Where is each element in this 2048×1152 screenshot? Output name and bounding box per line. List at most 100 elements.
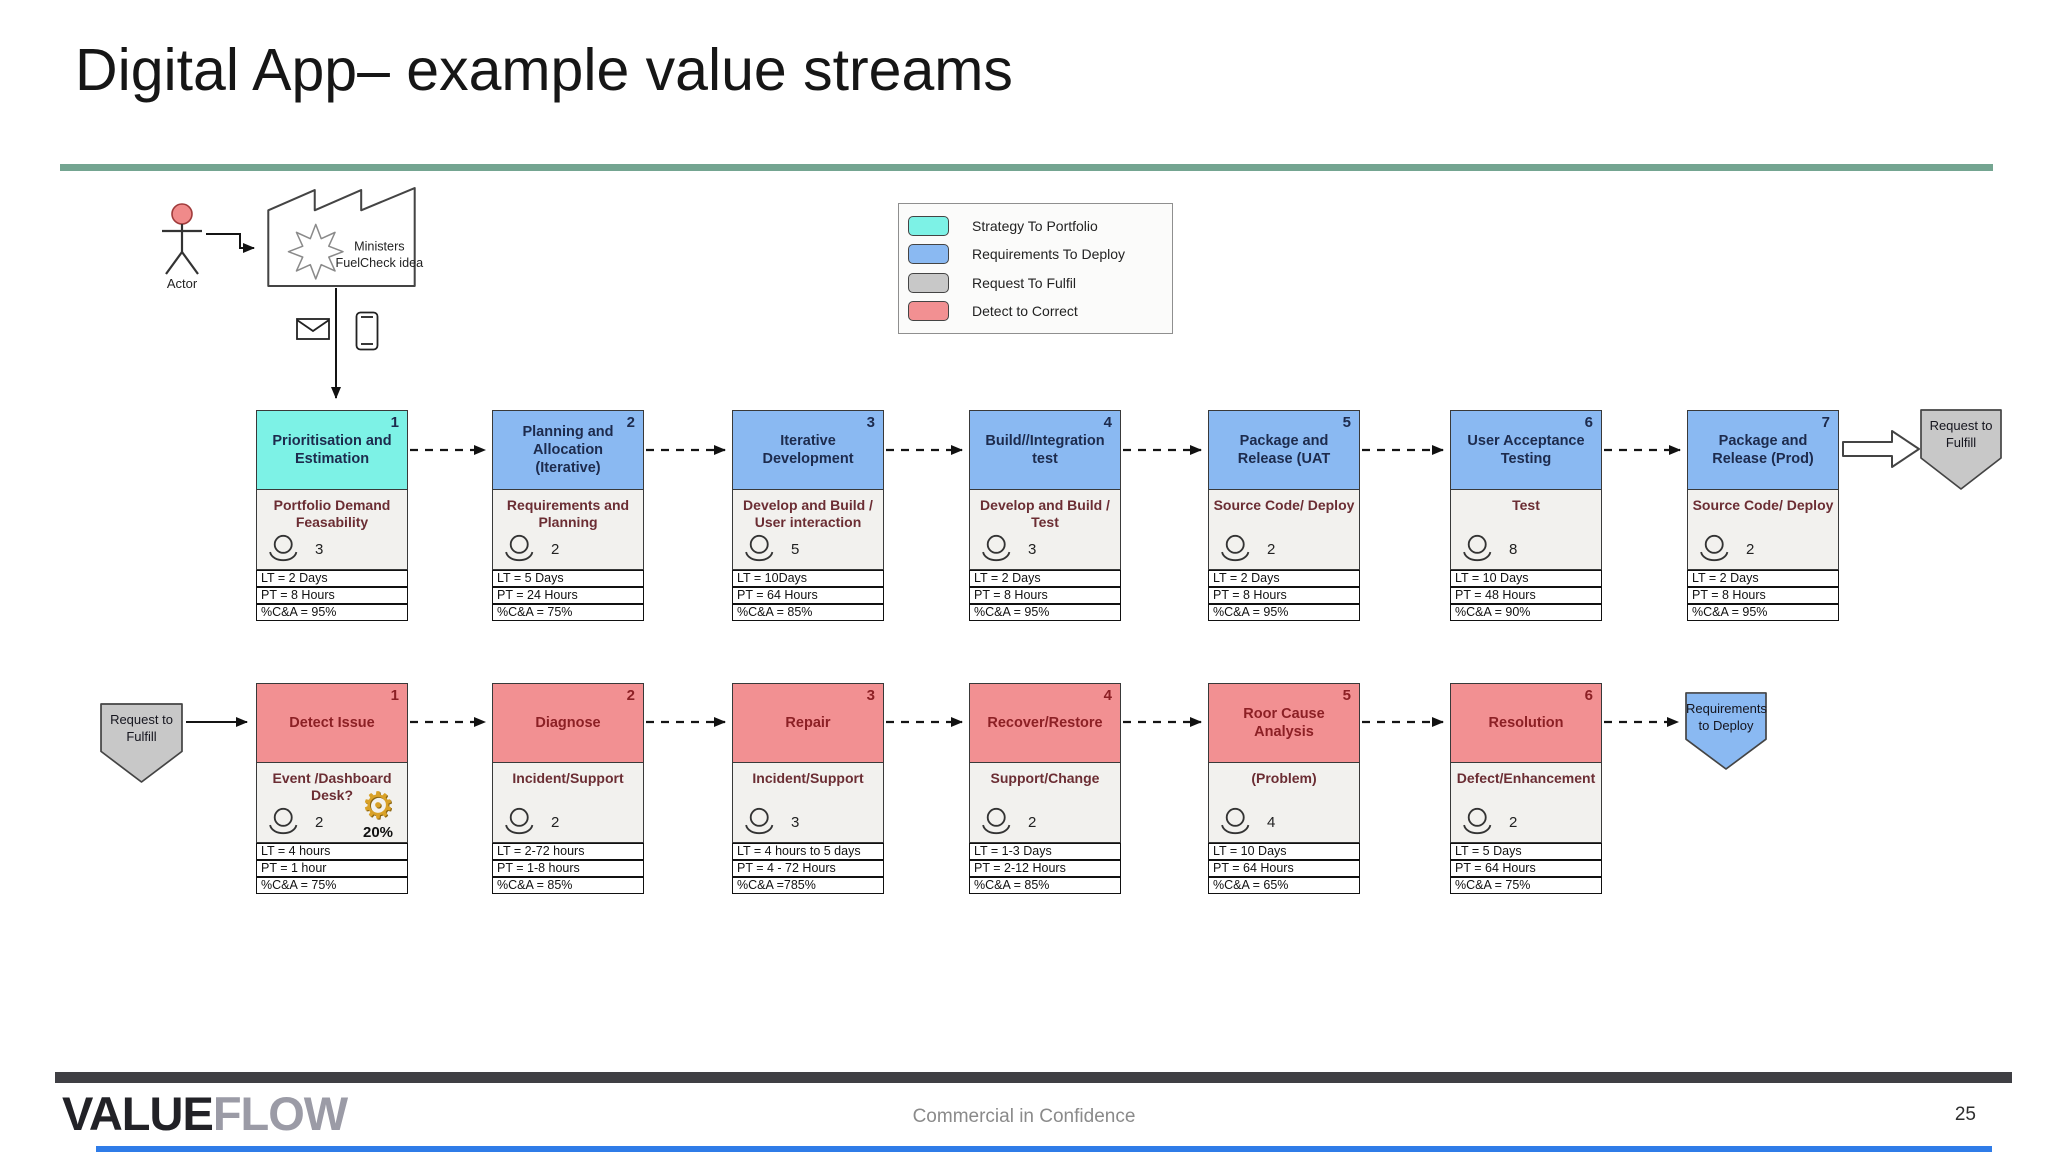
person-count-icon bbox=[269, 807, 298, 835]
vsm-box-activity: Event /Dashboard Desk? bbox=[272, 770, 392, 803]
legend-swatch-strategy bbox=[908, 216, 949, 237]
legend-label: Strategy To Portfolio bbox=[972, 218, 1098, 235]
vsm-box-header: 6 User Acceptance Testing bbox=[1450, 410, 1602, 490]
vsm-box-number: 6 bbox=[1584, 414, 1593, 431]
people-count: 3 bbox=[1028, 540, 1037, 558]
lead-time: LT = 2 Days bbox=[256, 570, 408, 587]
vsm-box-body: Incident/Support 2 bbox=[492, 763, 644, 843]
vsm-box-activity: Defect/Enhancement bbox=[1456, 770, 1596, 786]
vsm-box-activity: Source Code/ Deploy bbox=[1213, 497, 1355, 513]
actor-label: Actor bbox=[166, 276, 198, 291]
factory-label-line1: Ministers bbox=[354, 240, 404, 254]
people-row: 2 bbox=[503, 534, 559, 564]
vsm-box-activity: Develop and Build / Test bbox=[980, 497, 1110, 530]
people-row: 8 bbox=[1461, 534, 1517, 564]
vsm-box-header: 6 Resolution bbox=[1450, 683, 1602, 763]
people-count: 5 bbox=[791, 540, 800, 558]
people-count: 3 bbox=[315, 540, 324, 558]
vsm-box-body: Defect/Enhancement 2 bbox=[1450, 763, 1602, 843]
percent-complete-accurate: %C&A = 75% bbox=[492, 604, 644, 621]
people-row: 2 bbox=[267, 807, 323, 837]
people-count: 2 bbox=[1509, 813, 1518, 831]
brand-logo: VALUEFLOW bbox=[62, 1086, 348, 1141]
people-count: 2 bbox=[1746, 540, 1755, 558]
vsm-box-body: Incident/Support 3 bbox=[732, 763, 884, 843]
person-count-icon bbox=[745, 807, 774, 835]
person-count-icon bbox=[1700, 534, 1729, 562]
vsm-box-body: Develop and Build / Test 3 bbox=[969, 490, 1121, 570]
person-count-icon bbox=[1463, 534, 1492, 562]
pentagon-request-to-fulfill-top: Request to Fulfill bbox=[1920, 409, 2002, 490]
percent-complete-accurate: %C&A = 65% bbox=[1208, 877, 1360, 894]
vsm-box-body: Requirements and Planning 2 bbox=[492, 490, 644, 570]
vsm-box-activity: Test bbox=[1512, 497, 1540, 513]
factory-icon: Ministers FuelCheck idea bbox=[267, 187, 425, 287]
page-title: Digital App– example value streams bbox=[75, 37, 1013, 103]
brand-flow: FLOW bbox=[212, 1087, 348, 1140]
percent-complete-accurate: %C&A = 90% bbox=[1450, 604, 1602, 621]
vsm-box-header: 5 Roor Cause Analysis bbox=[1208, 683, 1360, 763]
legend-item: Request To Fulfil bbox=[908, 272, 1163, 293]
vsm-box-activity: Incident/Support bbox=[512, 770, 624, 786]
factory-label-line2: FuelCheck idea bbox=[336, 256, 425, 270]
vsm-box-header: 3 Iterative Development bbox=[732, 410, 884, 490]
vsm-box-activity: Source Code/ Deploy bbox=[1692, 497, 1834, 513]
person-count-icon bbox=[745, 534, 774, 562]
vsm-box-title: Iterative Development bbox=[762, 432, 854, 467]
vsm-box-number: 2 bbox=[626, 687, 635, 704]
vsm-box-number: 7 bbox=[1821, 414, 1830, 431]
vsm-box-recover-restore: 4 Recover/Restore Support/Change 2 LT = … bbox=[969, 683, 1121, 894]
vsm-box-number: 5 bbox=[1342, 414, 1351, 431]
vsm-box-header: 5 Package and Release (UAT bbox=[1208, 410, 1360, 490]
vsm-box-header: 4 Recover/Restore bbox=[969, 683, 1121, 763]
pentagon-label: Requirements to Deploy bbox=[1686, 701, 1767, 733]
vsm-box-body: Test 8 bbox=[1450, 490, 1602, 570]
vsm-box-header: 1 Prioritisation and Estimation bbox=[256, 410, 408, 490]
brand-value: VALUE bbox=[62, 1087, 214, 1140]
lead-time: LT = 2 Days bbox=[1208, 570, 1360, 587]
vsm-box-body: Event /Dashboard Desk? 2 ⚙ 20% bbox=[256, 763, 408, 843]
percent-complete-accurate: %C&A = 85% bbox=[732, 604, 884, 621]
vsm-box-number: 1 bbox=[390, 414, 399, 431]
people-count: 2 bbox=[551, 813, 560, 831]
lead-time: LT = 2-72 hours bbox=[492, 843, 644, 860]
page-number: 25 bbox=[1954, 1104, 1976, 1125]
vsm-box-body: Support/Change 2 bbox=[969, 763, 1121, 843]
vsm-box-package-release-prod: 7 Package and Release (Prod) Source Code… bbox=[1687, 410, 1839, 621]
percent-complete-accurate: %C&A = 85% bbox=[969, 877, 1121, 894]
vsm-box-title: Package and Release (UAT bbox=[1237, 432, 1331, 467]
vsm-box-number: 5 bbox=[1342, 687, 1351, 704]
lead-time: LT = 1-3 Days bbox=[969, 843, 1121, 860]
process-time: PT = 4 - 72 Hours bbox=[732, 860, 884, 877]
actor-icon bbox=[162, 203, 202, 275]
lead-time: LT = 4 hours to 5 days bbox=[732, 843, 884, 860]
vsm-box-package-release-uat: 5 Package and Release (UAT Source Code/ … bbox=[1208, 410, 1360, 621]
process-time: PT = 64 Hours bbox=[1208, 860, 1360, 877]
vsm-box-activity: (Problem) bbox=[1251, 770, 1317, 786]
pentagon-label: Request to Fulfill bbox=[110, 712, 173, 744]
vsm-box-header: 2 Diagnose bbox=[492, 683, 644, 763]
lead-time: LT = 4 hours bbox=[256, 843, 408, 860]
lead-time: LT = 5 Days bbox=[492, 570, 644, 587]
video-progress-bar[interactable] bbox=[96, 1146, 1992, 1152]
people-row: 2 bbox=[1461, 807, 1517, 837]
process-time: PT = 8 Hours bbox=[256, 587, 408, 604]
vsm-box-number: 1 bbox=[390, 687, 399, 704]
vsm-box-prioritisation: 1 Prioritisation and Estimation Portfoli… bbox=[256, 410, 408, 621]
vsm-box-planning: 2 Planning and Allocation (Iterative) Re… bbox=[492, 410, 644, 621]
person-count-icon bbox=[982, 534, 1011, 562]
people-row: 3 bbox=[267, 534, 323, 564]
people-row: 3 bbox=[980, 534, 1036, 564]
footer-bar bbox=[55, 1072, 2012, 1083]
vsm-box-header: 3 Repair bbox=[732, 683, 884, 763]
legend-label: Detect to Correct bbox=[972, 302, 1078, 319]
process-time: PT = 8 Hours bbox=[1208, 587, 1360, 604]
automation-percent: 20% bbox=[362, 824, 394, 841]
legend-item: Strategy To Portfolio bbox=[908, 216, 1163, 237]
vsm-box-root-cause: 5 Roor Cause Analysis (Problem) 4 LT = 1… bbox=[1208, 683, 1360, 894]
vsm-box-title: Package and Release (Prod) bbox=[1712, 432, 1814, 467]
vsm-box-body: Portfolio Demand Feasability 3 bbox=[256, 490, 408, 570]
vsm-box-header: 4 Build//Integration test bbox=[969, 410, 1121, 490]
vsm-box-number: 3 bbox=[866, 414, 875, 431]
